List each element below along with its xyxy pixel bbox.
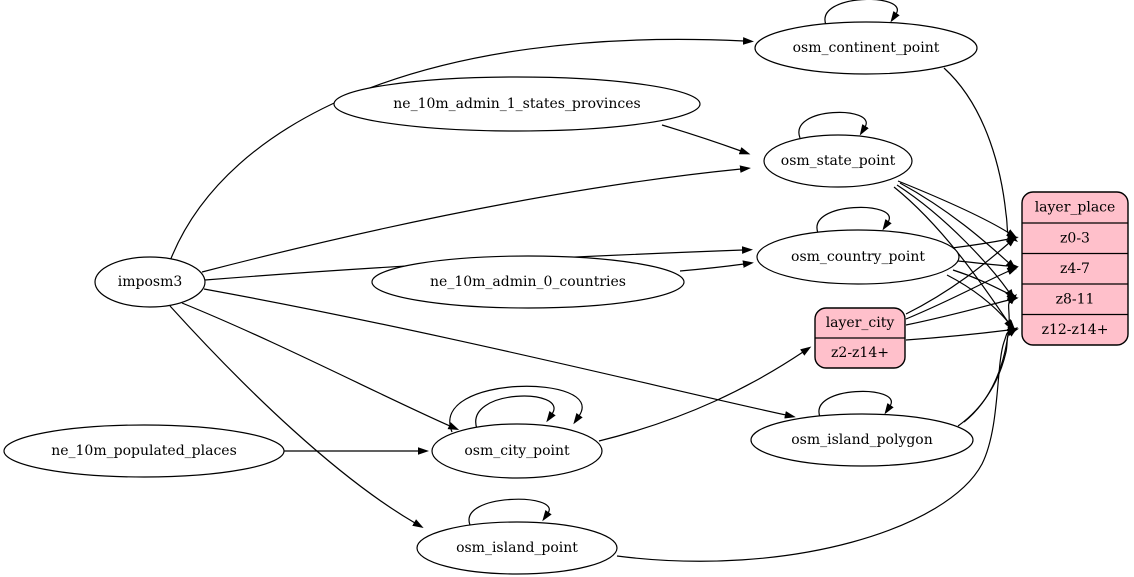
edge-imposm3-to-osm_city_point bbox=[181, 302, 460, 431]
node-osm_city_point: osm_city_point bbox=[431, 423, 603, 479]
node-imposm3: imposm3 bbox=[94, 256, 206, 308]
edge-osm_continent_point-to-layer_place-z0-3 bbox=[943, 67, 1018, 243]
edge-osm_continent_point-to-osm_continent_point bbox=[824, 0, 900, 26]
node-layer_place: layer_place z0-3 z4-7 z8-11 z12-z14+ bbox=[1021, 191, 1129, 346]
edge-osm_island_polygon-to-layer_place-z12-z14+ bbox=[957, 326, 1018, 427]
record-row-layer_place-z8-11: z8-11 bbox=[1056, 291, 1095, 307]
edge-osm_country_point-to-layer_place-z12-z14+ bbox=[946, 274, 1016, 331]
node-osm_island_point: osm_island_point bbox=[416, 521, 618, 575]
edge-osm_state_point-to-osm_state_point bbox=[798, 111, 869, 139]
node-osm_country_point: osm_country_point bbox=[756, 229, 960, 285]
record-row-layer_place-z4-7: z4-7 bbox=[1060, 261, 1090, 277]
edge-layer_city-to-layer_place-z8-11 bbox=[905, 296, 1019, 326]
record-header-layer_place: layer_place bbox=[1035, 200, 1116, 216]
node-label-osm_continent_point: osm_continent_point bbox=[793, 40, 940, 56]
record-row-layer_city-z2-z14+: z2-z14+ bbox=[831, 345, 889, 361]
node-label-ne_10m_admin_0_countries: ne_10m_admin_0_countries bbox=[430, 274, 626, 290]
node-ne_10m_admin_0_countries: ne_10m_admin_0_countries bbox=[371, 255, 685, 309]
edge-osm_state_point-to-layer_place-z4-7 bbox=[899, 182, 1017, 270]
node-osm_island_polygon: osm_island_polygon bbox=[750, 413, 974, 467]
node-osm_state_point: osm_state_point bbox=[763, 134, 913, 188]
node-layer_city: layer_city z2-z14+ bbox=[814, 307, 906, 369]
edge-layer_city-to-layer_place-z0-3 bbox=[905, 236, 1017, 315]
edge-layer_city-to-layer_place-z12-z14+ bbox=[905, 326, 1019, 341]
edge-osm_island_point-to-layer_place-z12-z14+ bbox=[616, 328, 1019, 562]
node-label-imposm3: imposm3 bbox=[118, 274, 183, 290]
edge-ne_10m_admin_0_countries-to-osm_country_point bbox=[679, 260, 754, 272]
record-row-layer_place-z12-z14+: z12-z14+ bbox=[1042, 322, 1109, 338]
edge-imposm3-to-osm_island_point bbox=[169, 305, 424, 529]
node-label-osm_state_point: osm_state_point bbox=[781, 153, 896, 169]
edge-osm_state_point-to-layer_place-z0-3 bbox=[897, 180, 1018, 239]
node-label-osm_island_point: osm_island_point bbox=[456, 540, 578, 556]
edge-osm_state_point-to-layer_place-z12-z14+ bbox=[893, 186, 1014, 331]
edge-imposm3-to-osm_state_point bbox=[201, 165, 751, 273]
record-row-layer_place-z0-3: z0-3 bbox=[1060, 230, 1090, 246]
node-ne_10m_populated_places: ne_10m_populated_places bbox=[3, 424, 285, 478]
edge-osm_city_point-to-osm_city_point bbox=[449, 385, 583, 433]
nodes-layer: imposm3 ne_10m_admin_1_states_provincesne… bbox=[3, 21, 1129, 575]
node-ne_10m_admin_1_states_provinces: ne_10m_admin_1_states_provinces bbox=[333, 76, 701, 132]
node-label-osm_island_polygon: osm_island_polygon bbox=[791, 432, 933, 448]
edges-layer bbox=[169, 0, 1019, 562]
node-label-ne_10m_admin_1_states_provinces: ne_10m_admin_1_states_provinces bbox=[393, 96, 640, 112]
edge-osm_country_point-to-layer_place-z0-3 bbox=[951, 235, 1019, 249]
edge-imposm3-to-osm_island_polygon bbox=[203, 288, 796, 419]
node-label-ne_10m_populated_places: ne_10m_populated_places bbox=[51, 443, 237, 459]
record-header-layer_city: layer_city bbox=[826, 315, 895, 331]
edge-osm_city_point-to-osm_city_point bbox=[475, 395, 556, 430]
edge-osm_country_point-to-osm_country_point bbox=[816, 206, 892, 234]
edge-layer_city-to-layer_place-z4-7 bbox=[905, 267, 1019, 320]
edge-imposm3-to-osm_continent_point bbox=[169, 37, 754, 262]
edge-osm_country_point-to-layer_place-z8-11 bbox=[952, 269, 1018, 299]
node-label-osm_city_point: osm_city_point bbox=[464, 443, 570, 459]
edge-ne_10m_admin_1_states_provinces-to-osm_state_point bbox=[661, 124, 751, 155]
edge-osm_city_point-to-layer_city-z2-z14+ bbox=[598, 346, 812, 442]
edge-osm_island_point-to-osm_island_point bbox=[468, 498, 552, 526]
edge-osm_island_polygon-to-osm_island_polygon bbox=[818, 390, 894, 418]
edge-osm_country_point-to-layer_place-z4-7 bbox=[957, 260, 1019, 270]
node-osm_continent_point: osm_continent_point bbox=[754, 21, 978, 75]
edge-osm_state_point-to-layer_place-z8-11 bbox=[896, 184, 1015, 301]
node-label-osm_country_point: osm_country_point bbox=[791, 249, 925, 265]
